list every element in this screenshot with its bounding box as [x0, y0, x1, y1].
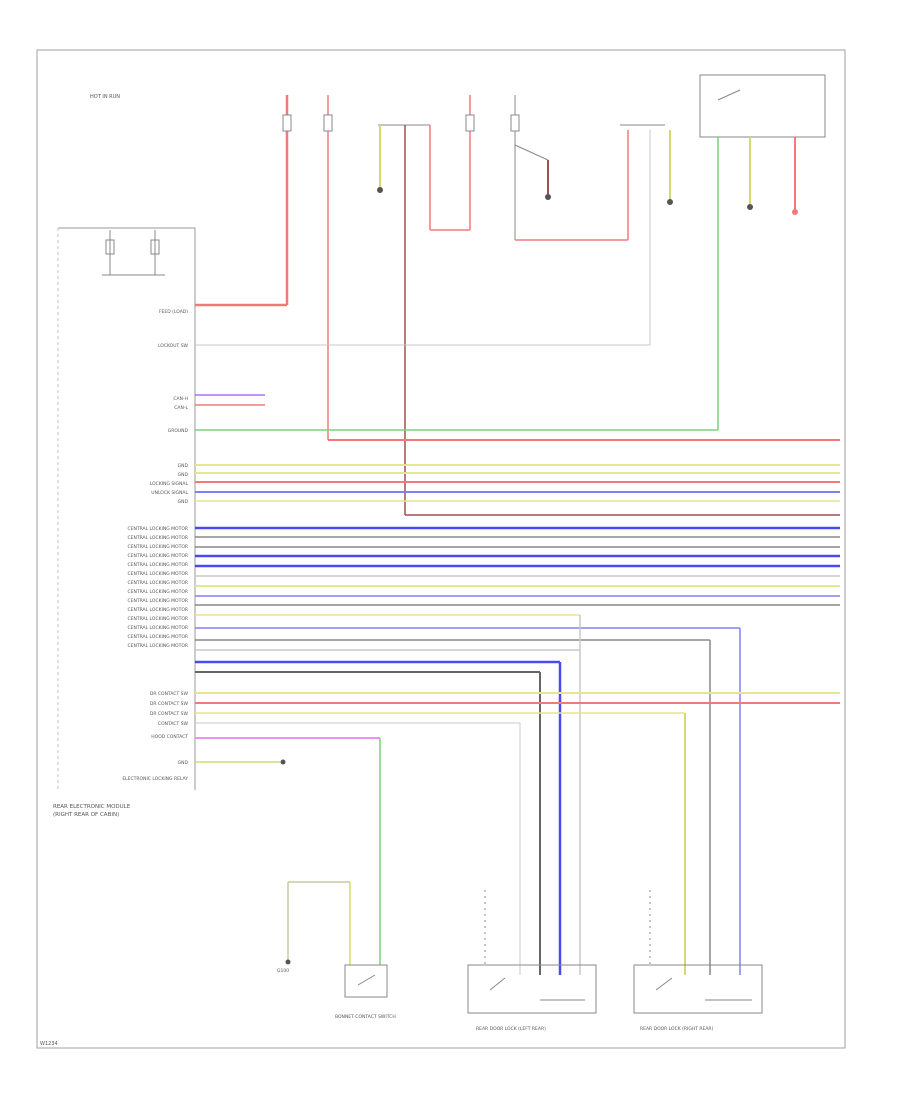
module-pin-label: CENTRAL LOCKING MOTOR	[128, 598, 189, 604]
module-pin-label: CENTRAL LOCKING MOTOR	[128, 544, 189, 550]
module-pin-label: CENTRAL LOCKING MOTOR	[128, 553, 189, 559]
diagram-frame	[36, 49, 846, 1049]
module-pin-label: LOCKING SIGNAL	[150, 481, 189, 487]
bottom-components	[285, 881, 763, 1014]
module-pin-label: CENTRAL LOCKING MOTOR	[128, 580, 189, 586]
ground-label: G100	[277, 968, 289, 974]
module-pin-label: CENTRAL LOCKING MOTOR	[128, 589, 189, 595]
module-box-right-edge	[58, 227, 196, 790]
module-pin-label: FEED (LOAD)	[159, 309, 188, 315]
module-pin-label: HOOD CONTACT	[151, 734, 188, 740]
footer-code: W1234	[40, 1041, 58, 1047]
module-pin-label: CAN-L	[174, 405, 188, 411]
top-connector-label-0: HOT IN RUN	[90, 94, 120, 100]
module-pin-label: GND	[178, 499, 189, 505]
module-pin-label: DR CONTACT SW	[150, 701, 189, 707]
rr-door-lock-label: REAR DOOR LOCK (RIGHT REAR)	[640, 1026, 714, 1032]
module-title: REAR ELECTRONIC MODULE	[53, 804, 131, 810]
module-pin-label: DR CONTACT SW	[150, 711, 189, 717]
module-subtitle: (RIGHT REAR OF CABIN)	[53, 812, 119, 818]
module-pin-label: GROUND	[168, 428, 189, 434]
module-fuses	[102, 230, 165, 276]
harness-wires	[195, 303, 840, 975]
top-components	[282, 74, 826, 515]
module-pin-label: GND	[178, 472, 189, 478]
module-pin-label: CAN-H	[173, 396, 188, 402]
module-pin-label: CENTRAL LOCKING MOTOR	[128, 535, 189, 541]
lr-door-lock-label: REAR DOOR LOCK (LEFT REAR)	[476, 1026, 546, 1032]
module-pin-label: CENTRAL LOCKING MOTOR	[128, 562, 189, 568]
module-pin-label: ELECTRONIC LOCKING RELAY	[122, 776, 188, 782]
module-pin-label: CENTRAL LOCKING MOTOR	[128, 571, 189, 577]
module-pin-label: CONTACT SW	[158, 721, 189, 727]
module-pin-label: GND	[178, 760, 189, 766]
module-pin-label: GND	[178, 463, 189, 469]
module-pin-label: UNLOCK SIGNAL	[151, 490, 188, 496]
module-pin-label: CENTRAL LOCKING MOTOR	[128, 634, 189, 640]
pin-labels: FEED (LOAD) LOCKOUT SW CAN-H CAN-L GROUND GND…	[122, 309, 188, 782]
module-pin-label: CENTRAL LOCKING MOTOR	[128, 526, 189, 532]
module-pin-label: LOCKOUT SW	[158, 343, 189, 349]
module-pin-label: CENTRAL LOCKING MOTOR	[128, 607, 189, 613]
module-pin-label: CENTRAL LOCKING MOTOR	[128, 616, 189, 622]
module-pin-label: DR CONTACT SW	[150, 691, 189, 697]
module-pin-label: CENTRAL LOCKING MOTOR	[128, 625, 189, 631]
hood-switch-label: BONNET CONTACT SWITCH	[335, 1014, 396, 1020]
module-pin-label: CENTRAL LOCKING MOTOR	[128, 643, 189, 649]
